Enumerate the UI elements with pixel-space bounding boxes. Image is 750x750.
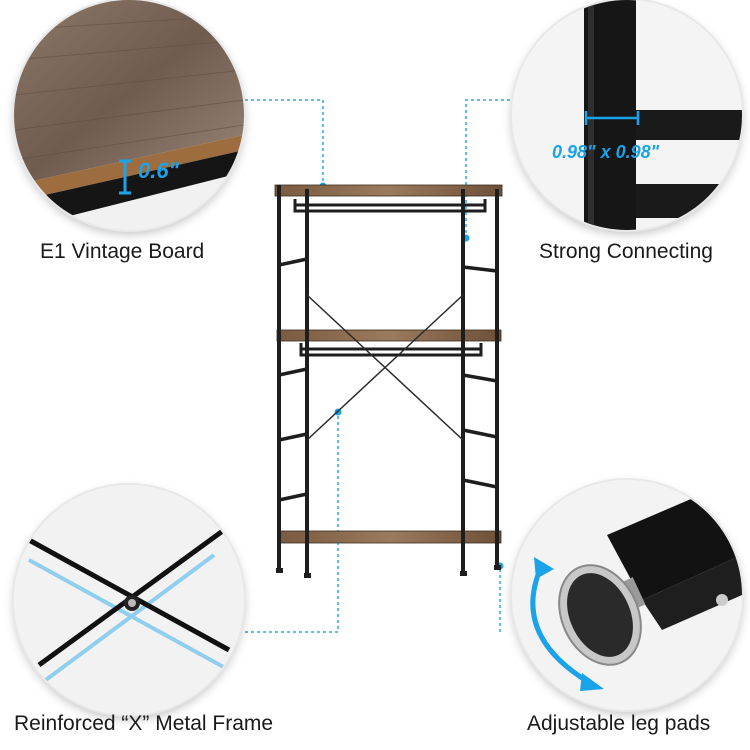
clothing-rack-image — [274, 184, 503, 578]
thickness-marker-icon — [119, 159, 131, 195]
caption-strong-connecting: Strong Connecting — [539, 240, 713, 263]
width-marker-icon — [584, 111, 640, 125]
connector-detail-image: 0.98" x 0.98" — [512, 0, 742, 230]
caption-adjustable-leg-pads: Adjustable leg pads — [527, 712, 711, 735]
rotate-arrow-icon — [530, 557, 604, 691]
vintage-board-detail-image: 0.6" — [14, 0, 244, 230]
leg-pad-detail-image — [512, 480, 742, 710]
board-thickness-label: 0.6" — [138, 158, 180, 183]
tube-size-label: 0.98" x 0.98" — [552, 142, 660, 162]
x-frame-detail-image — [14, 485, 244, 715]
caption-vintage-board: E1 Vintage Board — [40, 240, 205, 263]
caption-x-frame: Reinforced “X” Metal Frame — [14, 712, 274, 735]
